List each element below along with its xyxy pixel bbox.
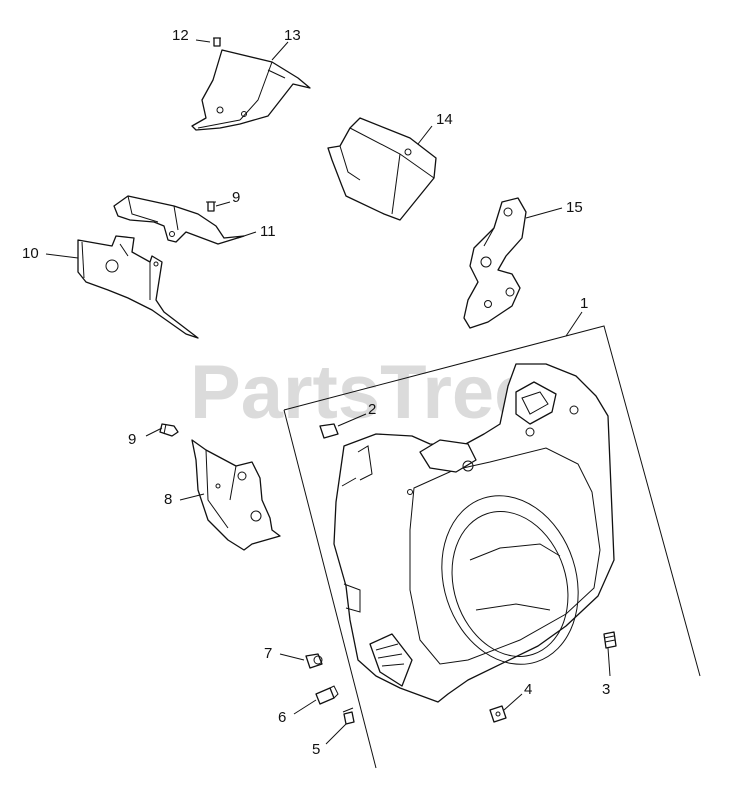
callout-5: 5 [312,741,320,758]
callout-12: 12 [172,27,189,44]
part-1-blower-housing[interactable] [283,325,701,769]
part-12-screw[interactable] [213,37,221,47]
callout-6: 6 [278,709,286,726]
callout-10: 10 [22,245,39,262]
callout-7: 7 [264,645,272,662]
callout-1: 1 [580,295,588,312]
callout-13: 13 [284,27,301,44]
callout-14: 14 [436,111,453,128]
part-6-bolt[interactable] [315,685,339,705]
part-4-nut[interactable] [489,705,507,723]
part-9-screw-upper[interactable] [206,201,216,212]
part-8-lower-bracket[interactable] [191,439,281,551]
watermark-text: PartsTree [190,350,536,435]
callout-2: 2 [368,401,376,418]
callout-9-upper: 9 [232,189,240,206]
callout-3: 3 [602,681,610,698]
part-14-baffle[interactable] [327,117,437,221]
part-15-bracket[interactable] [463,197,527,329]
part-10-side-panel[interactable] [77,235,199,339]
part-9-screw-lower[interactable] [159,423,179,437]
part-3-spring-insert[interactable] [603,631,617,649]
part-2-clip[interactable] [319,423,339,439]
callout-15: 15 [566,199,583,216]
callout-9-lower: 9 [128,431,136,448]
callout-labels: 12 13 14 15 1 9 11 10 2 9 8 7 6 5 4 3 [22,27,610,758]
part-13-shroud-cover[interactable] [191,49,311,131]
callout-11: 11 [260,223,276,240]
callout-8: 8 [164,491,172,508]
part-7-fastener[interactable] [305,653,323,669]
leader-lines [45,39,611,745]
part-5-screw[interactable] [342,707,355,725]
part-11-plate[interactable] [113,195,245,245]
callout-4: 4 [524,681,532,698]
